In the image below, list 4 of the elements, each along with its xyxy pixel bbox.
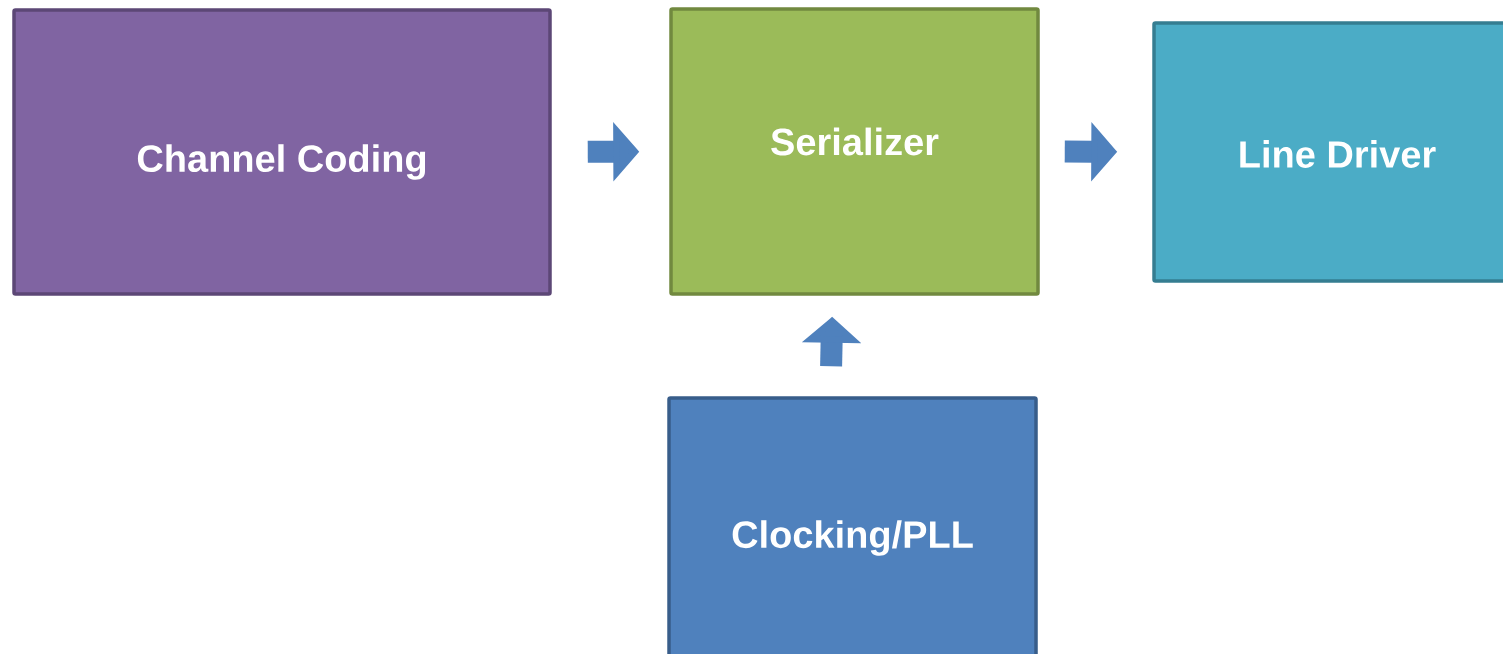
process-box: Serializer — [669, 7, 1040, 296]
process-box: Channel Coding — [12, 8, 552, 296]
process-box: Clocking/PLL — [667, 396, 1038, 654]
process-box: Line Driver — [1152, 21, 1503, 283]
